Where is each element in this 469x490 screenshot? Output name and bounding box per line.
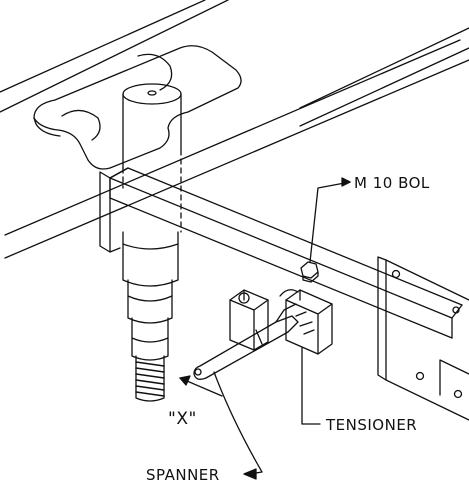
label-view-x: "X" <box>168 409 197 429</box>
tensioner-leader <box>301 347 321 425</box>
mounting-plate <box>33 45 242 170</box>
label-tensioner: TENSIONER <box>325 416 417 434</box>
m10-bolt <box>300 261 319 283</box>
frame-rails <box>0 0 469 259</box>
bolt-leader <box>309 181 351 263</box>
label-m10-bolt: M 10 BOL <box>354 174 430 192</box>
right-bracket <box>377 256 469 421</box>
bracket-plate <box>99 167 129 253</box>
spanner-tool <box>193 303 299 380</box>
tensioner-block <box>279 289 333 355</box>
arm-tube <box>109 167 463 339</box>
label-spanner: SPANNER <box>146 466 220 484</box>
tensioner-clamp <box>229 289 269 351</box>
spanner-leader <box>213 371 263 475</box>
axle-pin <box>122 83 182 402</box>
